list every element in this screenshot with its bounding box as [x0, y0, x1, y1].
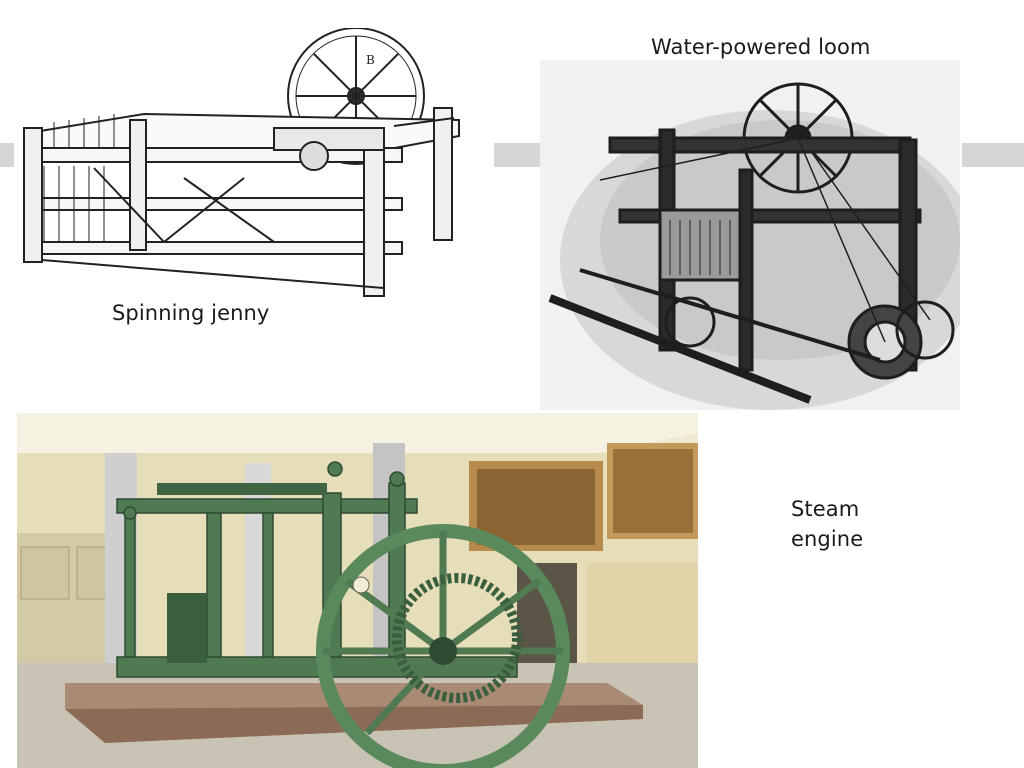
caption-steam-line-1: Steam [791, 497, 860, 521]
caption-steam-engine: Steam engine [791, 494, 881, 554]
accent-bar-left [0, 143, 18, 167]
caption-water-powered-loom: Water-powered loom [651, 35, 871, 59]
caption-steam-line-2: engine [791, 527, 864, 551]
water-powered-loom-image [540, 60, 960, 410]
steam-engine-image [17, 413, 698, 768]
accent-bar-right [962, 143, 1024, 167]
caption-spinning-jenny: Spinning jenny [112, 301, 270, 325]
spinning-jenny-image: B [14, 28, 494, 300]
svg-text:B: B [366, 53, 375, 67]
